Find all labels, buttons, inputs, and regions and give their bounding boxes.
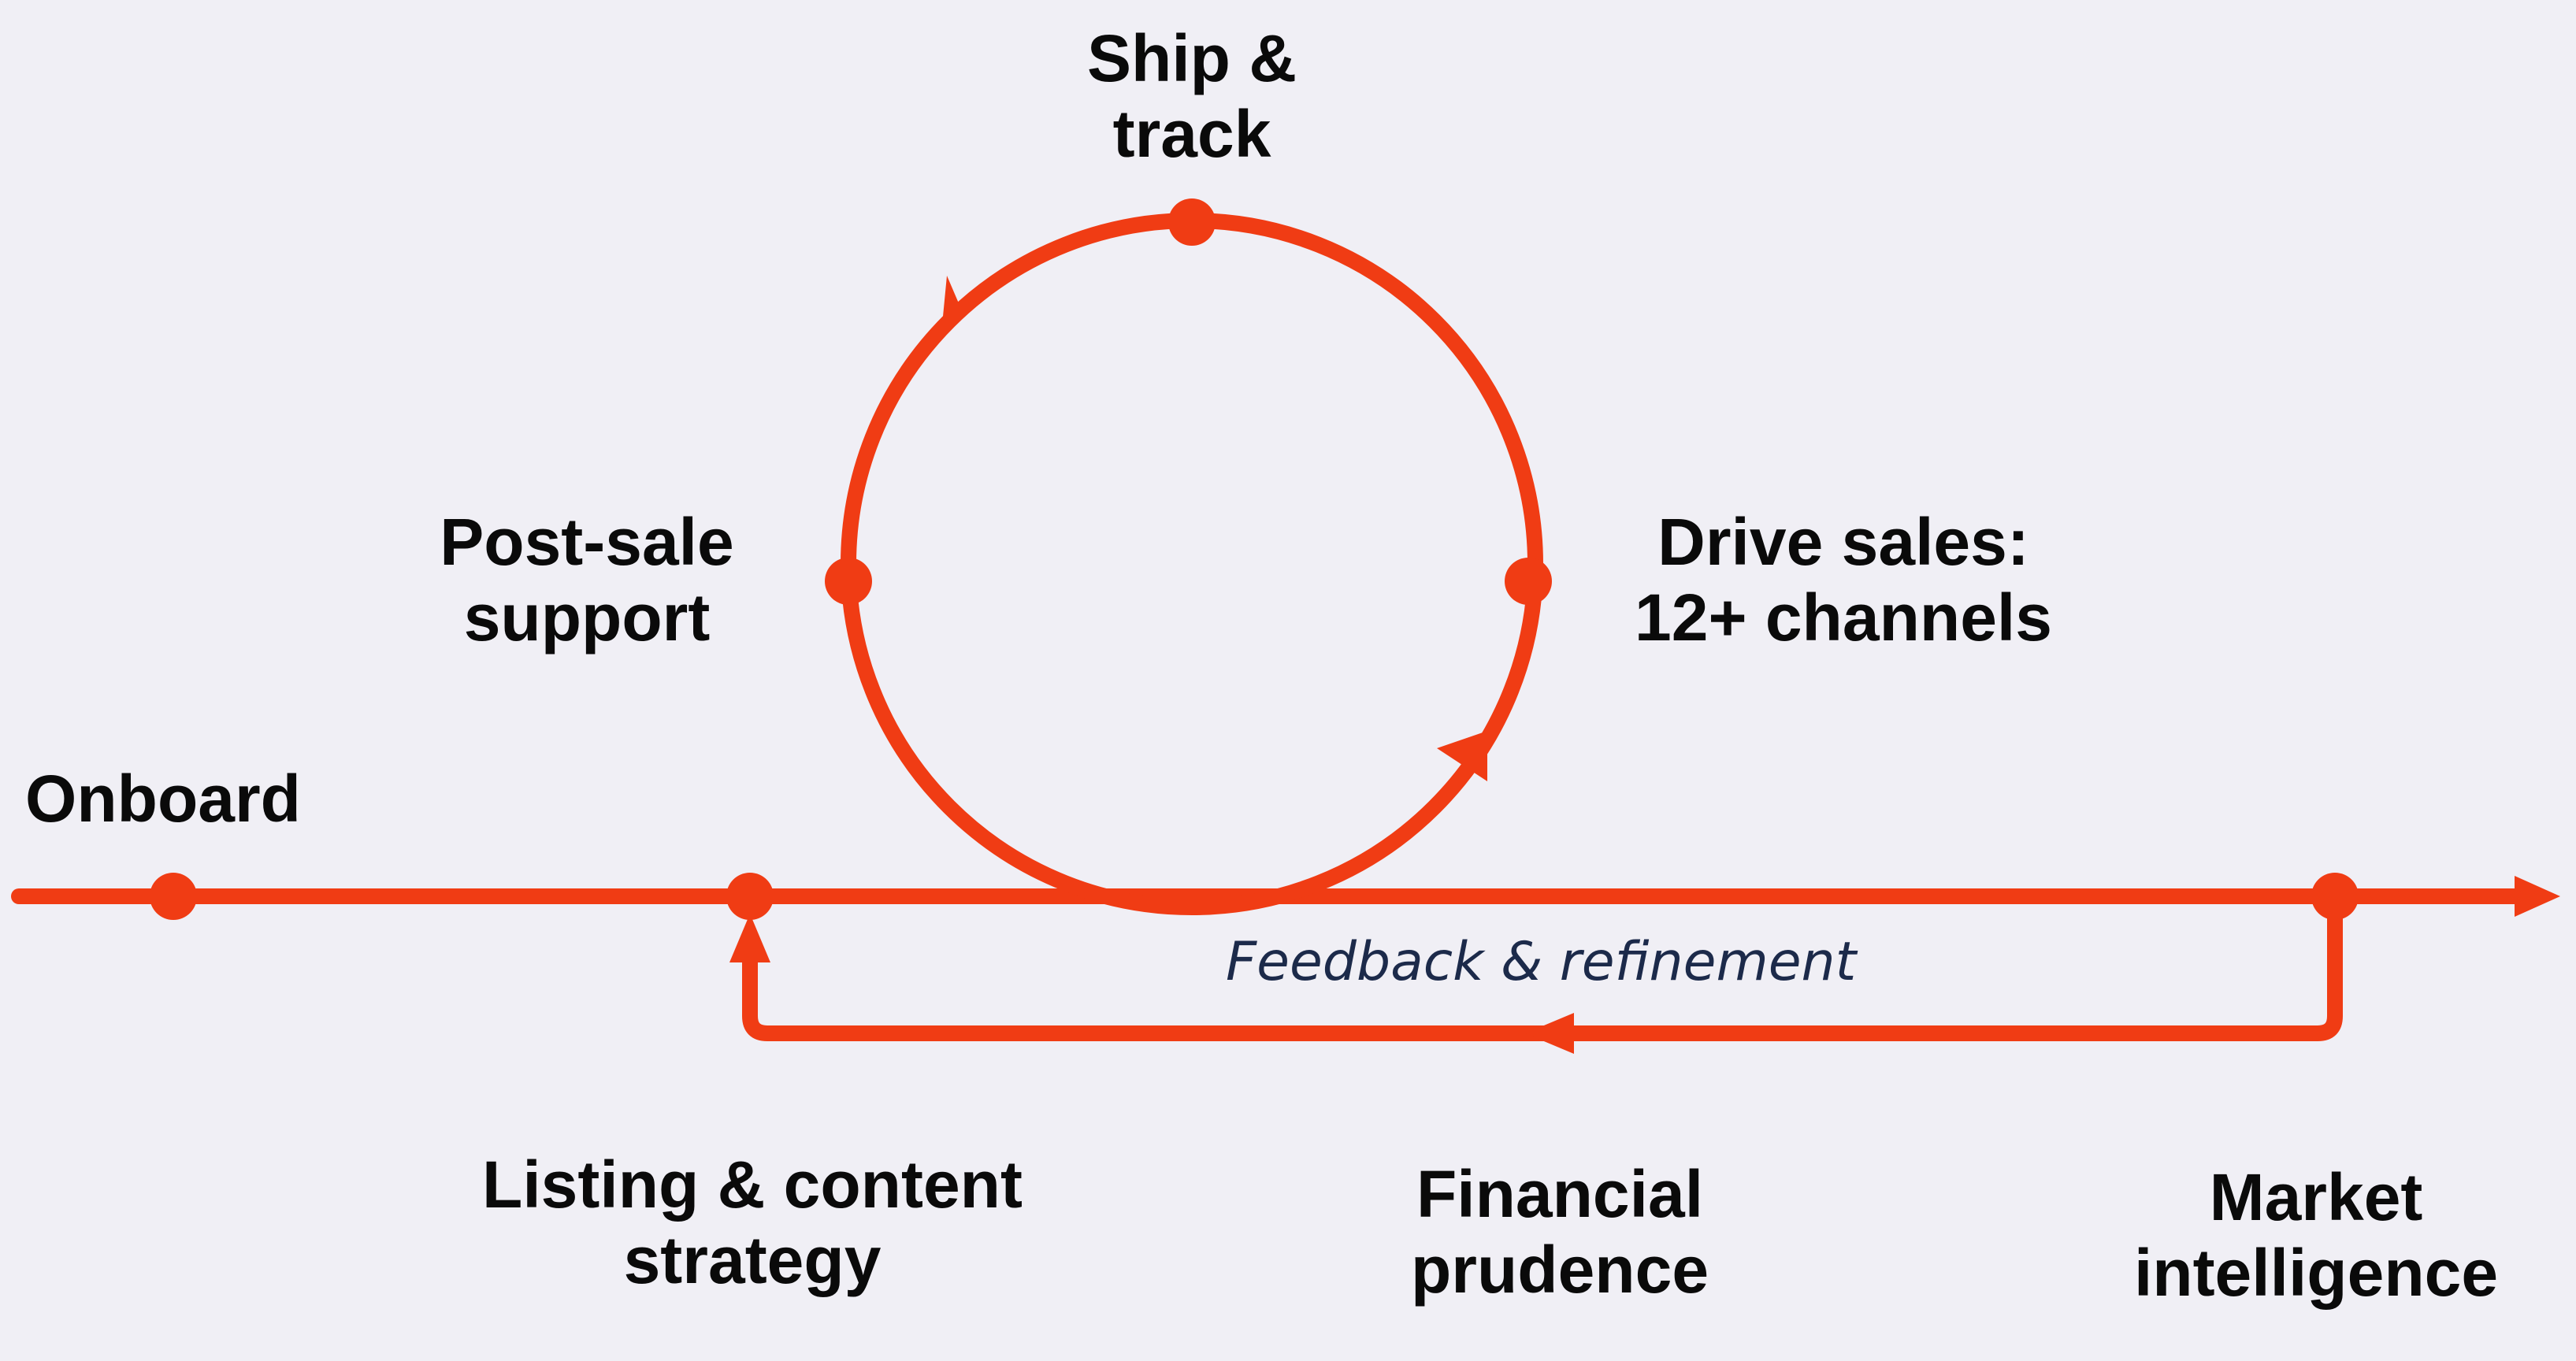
drive-sales-dot <box>1505 558 1552 605</box>
feedback-left-arrowhead <box>1525 1013 1574 1054</box>
timeline-arrowhead <box>2515 876 2560 917</box>
post-sale-label: Post-sale support <box>390 504 784 655</box>
listing-label: Listing & content strategy <box>437 1147 1067 1298</box>
sales-cycle-loop <box>841 213 1543 915</box>
listing-dot <box>726 873 774 920</box>
drive-sales-label: Drive sales: 12+ channels <box>1607 504 2080 655</box>
ship-track-label: Ship & track <box>1034 20 1349 172</box>
onboard-label-line: Onboard <box>25 762 301 836</box>
financial-label-line-2: prudence <box>1410 1233 1709 1307</box>
market-label-line-1: Market <box>2209 1160 2423 1234</box>
ship-track-label-line-1: Ship & <box>1087 21 1297 95</box>
post-sale-dot <box>825 558 872 605</box>
drive-sales-label-line-2: 12+ channels <box>1635 580 2052 655</box>
post-sale-label-line-1: Post-sale <box>440 505 734 579</box>
financial-label-line-1: Financial <box>1416 1157 1704 1231</box>
drive-sales-label-line-1: Drive sales: <box>1657 505 2029 579</box>
post-sale-label-line-2: support <box>463 580 711 655</box>
financial-label: Financial prudence <box>1323 1156 1796 1307</box>
market-label: Market intelligence <box>2072 1159 2560 1311</box>
onboard-label: Onboard <box>25 761 301 836</box>
market-dot <box>2311 873 2359 920</box>
feedback-label: Feedback & refinement <box>1226 931 1857 993</box>
circle-arrowhead-upper <box>942 276 961 324</box>
listing-label-line-1: Listing & content <box>482 1148 1023 1222</box>
market-label-line-2: intelligence <box>2133 1236 2499 1310</box>
feedback-up-arrowhead <box>729 914 770 962</box>
ship-track-label-line-2: track <box>1112 97 1271 171</box>
listing-label-line-2: strategy <box>623 1223 882 1297</box>
onboard-dot <box>150 873 197 920</box>
circle-arrowhead-lower <box>1437 731 1487 781</box>
ship-dot <box>1168 198 1216 246</box>
